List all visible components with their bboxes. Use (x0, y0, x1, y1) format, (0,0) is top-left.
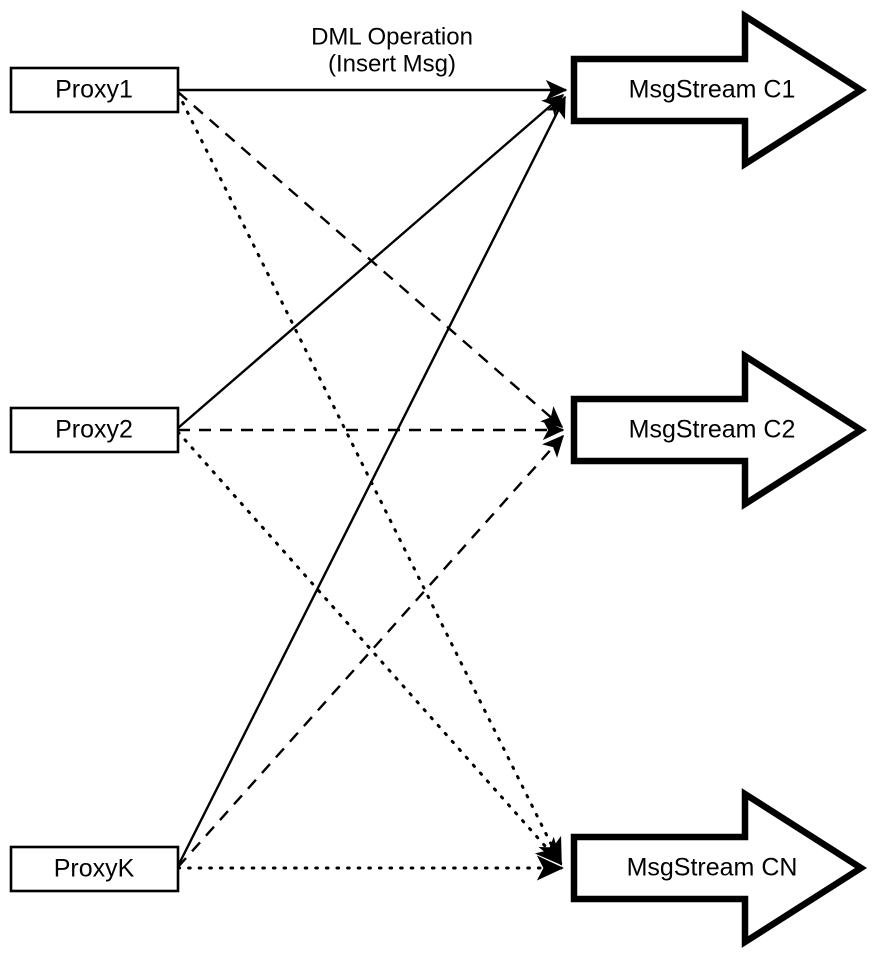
edge-caption-line2: (Insert Msg) (328, 50, 456, 77)
proxy-label-proxy1: Proxy1 (55, 76, 133, 104)
edge-proxy1-to-stream-c2 (177, 91, 564, 428)
edge-proxy2-to-stream-c1 (177, 94, 565, 429)
stream-node-c2[interactable]: MsgStream C2 (570, 350, 868, 510)
stream-label-c2: MsgStream C2 (629, 416, 796, 444)
stream-node-cn[interactable]: MsgStream CN (570, 788, 868, 948)
stream-arrow-shape-cn (570, 788, 868, 948)
proxy-label-proxy2: Proxy2 (55, 416, 133, 444)
proxy-box-proxy1 (9, 66, 180, 114)
edge-proxy1-to-stream-cn (176, 91, 563, 866)
edge-proxyk-to-stream-c1 (176, 95, 567, 867)
proxy-node-proxy1[interactable]: Proxy1 (9, 66, 180, 114)
stream-label-cn: MsgStream CN (627, 854, 798, 882)
stream-arrow-shape-c1 (570, 10, 868, 170)
edge-proxyk-to-stream-c2 (177, 434, 564, 868)
stream-label-c1: MsgStream C1 (629, 76, 796, 104)
stream-arrow-shape-c2 (570, 350, 868, 510)
proxy-node-proxyk[interactable]: ProxyK (9, 845, 180, 893)
stream-node-c1[interactable]: MsgStream C1 (570, 10, 868, 170)
edge-proxy2-to-stream-cn (176, 430, 563, 866)
edge-caption-line1: DML Operation (311, 23, 473, 50)
edge-caption-dml-operation: DML Operation (Insert Msg) (311, 23, 473, 77)
proxy-box-proxy2 (9, 406, 180, 454)
proxy-node-proxy2[interactable]: Proxy2 (9, 406, 180, 454)
proxy-box-proxyk (9, 845, 180, 893)
proxy-label-proxyk: ProxyK (54, 855, 135, 883)
